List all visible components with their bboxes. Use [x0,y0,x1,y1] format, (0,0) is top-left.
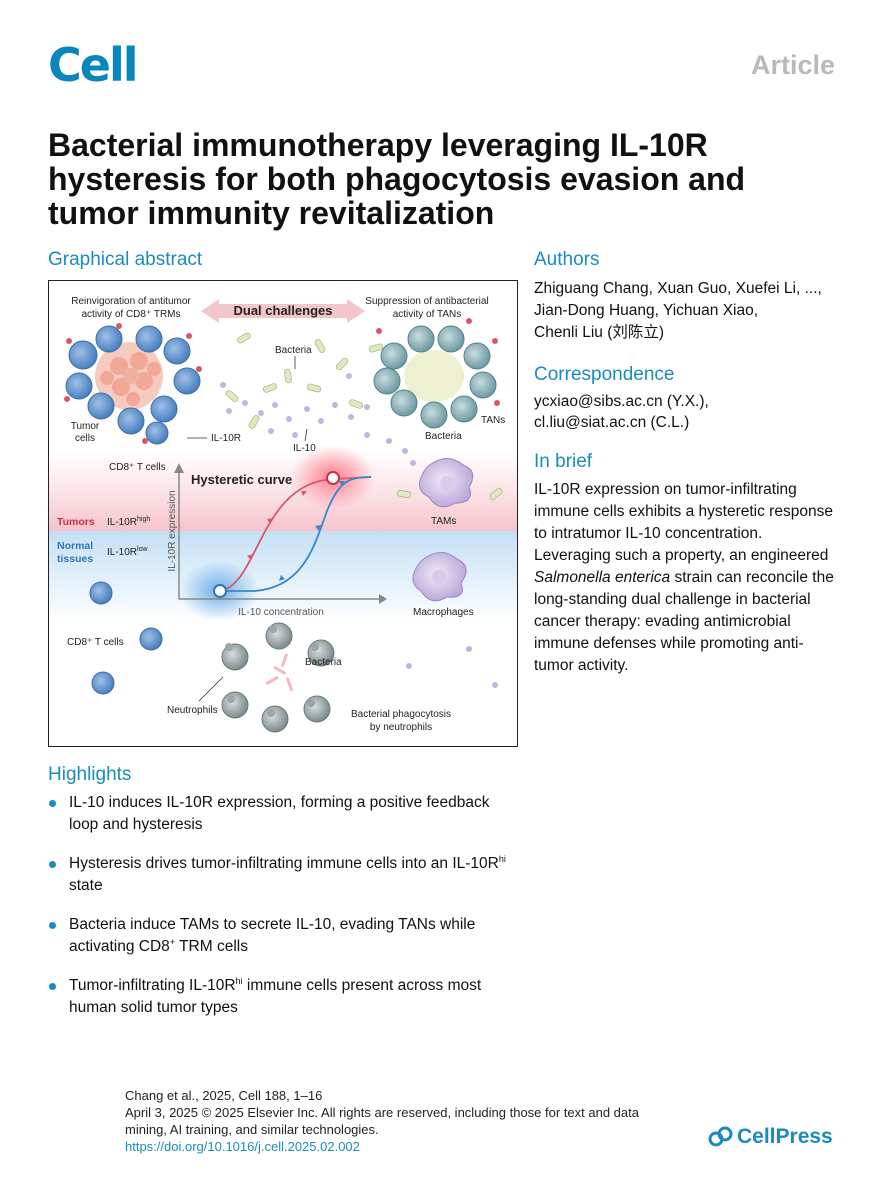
in-brief-text: IL-10R expression on tumor-infiltrating … [534,481,834,674]
normal-tissues-label-2: tissues [57,553,93,565]
authors-heading: Authors [534,249,600,270]
publisher-logo: CellPress [708,1125,833,1149]
bullet-icon [49,983,56,990]
article-type-label: Article [750,50,835,80]
tumors-label: Tumors [57,516,95,528]
tan-cluster [373,318,500,429]
doi-link[interactable]: https://doi.org/10.1016/j.cell.2025.02.0… [125,1139,360,1154]
authors-list: Zhiguang Chang, Xuan Guo, Xuefei Li, ...… [534,278,844,344]
authors-line: Zhiguang Chang, Xuan Guo, Xuefei Li, ...… [534,280,822,297]
il10-dots [220,373,416,466]
email-link[interactable]: cl.liu@siat.ac.cn (C.L.) [534,414,690,431]
tam-cell [419,458,474,508]
il10r-label: IL-10R [211,433,241,444]
top-right-label-1: Suppression of antibacterial [365,296,488,307]
il10r-low-label: IL-10Rlow [107,546,148,558]
highlight-item: Hysteresis drives tumor-infiltrating imm… [48,853,518,897]
x-axis-label: IL-10 concentration [238,607,324,618]
cellpress-icon [708,1126,733,1147]
dual-challenges-label: Dual challenges [234,303,333,318]
correspondence-emails: ycxiao@sibs.ac.cn (Y.X.), cl.liu@siat.ac… [534,391,844,433]
bullet-icon [49,861,56,868]
graphical-abstract-figure: Dual challenges Reinvigoration of antitu… [48,280,518,747]
tams-label: TAMs [431,516,456,527]
normal-tissues-label-1: Normal [57,540,93,552]
hysteretic-curve-label: Hysteretic curve [191,472,292,487]
citation-line: Chang et al., 2025, Cell 188, 1–16 [125,1088,323,1103]
bacteria-top-label: Bacteria [275,345,312,356]
highlight-item: Bacteria induce TAMs to secrete IL-10, e… [48,914,518,958]
macrophage-cell [412,552,467,602]
in-brief-heading: In brief [534,451,593,472]
cd8-t-cells-bottom [89,581,163,695]
il10-dots-bottom [406,646,498,688]
tumor-cell-cluster [95,342,163,410]
dual-challenges-arrow [201,299,365,323]
authors-line: Jian-Dong Huang, Yichuan Xiao, [534,302,759,319]
correspondence-heading: Correspondence [534,364,675,385]
phagocytosis-label-2: by neutrophils [370,722,432,733]
email-link[interactable]: ycxiao@sibs.ac.cn (Y.X.), [534,393,709,410]
tumor-cells-label-2: cells [75,433,95,444]
copyright-line: April 3, 2025 © 2025 Elsevier Inc. All r… [125,1105,639,1137]
macrophages-label: Macrophages [413,607,474,618]
highlights-list: IL-10 induces IL-10R expression, forming… [48,792,518,1036]
il10-label: IL-10 [293,443,316,454]
bullet-icon [49,922,56,929]
neutrophils-label: Neutrophils [167,705,218,716]
top-left-label-2: activity of CD8⁺ TRMs [82,309,181,320]
top-left-label-1: Reinvigoration of antitumor [71,296,191,307]
y-axis-label: IL-10R expression [167,490,178,571]
graphical-abstract-svg: Dual challenges Reinvigoration of antitu… [49,296,517,733]
top-right-label-2: activity of TANs [393,309,462,320]
bacteria-bottom-label: Bacteria [305,657,342,668]
authors-line: Chenli Liu (刘陈立) [534,324,665,341]
tans-label: TANs [481,415,505,426]
tumor-cells-label-1: Tumor [71,421,100,432]
cd8-t-cells-top-label: CD8⁺ T cells [109,462,166,473]
phagocytosis-label-1: Bacterial phagocytosis [351,709,451,720]
neutrophil-cluster [221,622,335,733]
bacteria-scatter [225,332,503,500]
journal-logo: Cell [48,38,138,92]
cd8-t-cells-bottom-label: CD8⁺ T cells [67,637,124,648]
highlights-heading: Highlights [48,764,132,785]
highlight-item: IL-10 induces IL-10R expression, forming… [48,792,518,836]
bullet-icon [49,800,56,807]
cd8-t-cells-top [64,323,202,445]
bacteria-right-label: Bacteria [425,431,462,442]
citation-footer: Chang et al., 2025, Cell 188, 1–16 April… [125,1087,645,1155]
il10r-high-label: IL-10Rhigh [107,516,150,528]
highlight-item: Tumor-infiltrating IL-10Rhi immune cells… [48,975,518,1019]
article-title: Bacterial immunotherapy leveraging IL-10… [48,127,746,231]
hysteretic-plot [174,445,387,621]
graphical-abstract-heading: Graphical abstract [48,249,203,270]
